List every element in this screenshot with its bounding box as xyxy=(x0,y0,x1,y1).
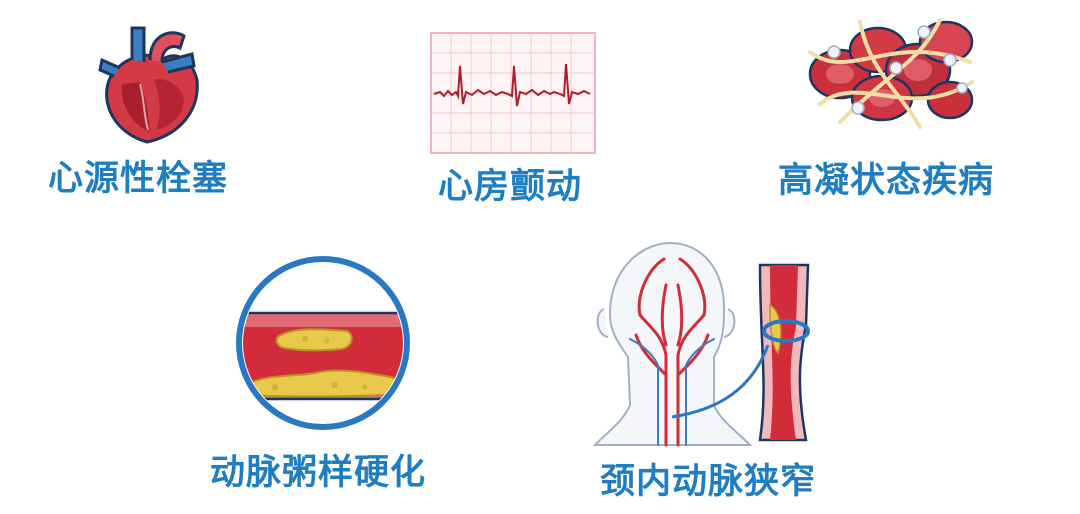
panel-cardiogenic-embolism: 心源性栓塞 xyxy=(40,20,260,210)
panel-atherosclerosis: 动脉粥样硬化 xyxy=(200,255,460,505)
panel-atrial-fibrillation: 心房颤动 xyxy=(420,25,620,215)
heart-icon xyxy=(98,26,199,144)
label-hypercoagulable-disorders: 高凝状态疾病 xyxy=(778,161,995,201)
carotid-stenosis-icon xyxy=(592,241,810,447)
label-internal-carotid-stenosis: 颈内动脉狭窄 xyxy=(600,462,817,502)
plaque-artery-icon xyxy=(236,256,410,430)
blood-clot-icon xyxy=(808,18,974,129)
ecg-icon xyxy=(430,32,596,154)
label-atherosclerosis: 动脉粥样硬化 xyxy=(210,453,427,493)
panel-hypercoagulable-disorders: 高凝状态疾病 xyxy=(770,12,1030,212)
label-cardiogenic-embolism: 心源性栓塞 xyxy=(48,159,229,199)
label-atrial-fibrillation: 心房颤动 xyxy=(438,167,583,207)
panel-internal-carotid-stenosis: 颈内动脉狭窄 xyxy=(560,235,860,505)
